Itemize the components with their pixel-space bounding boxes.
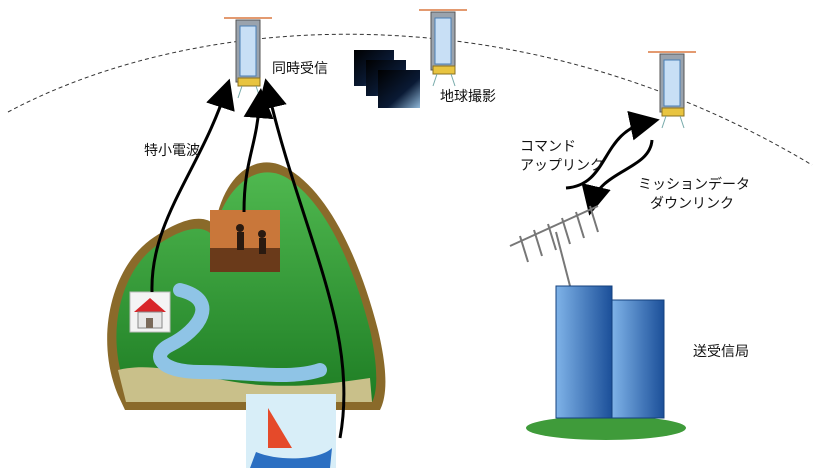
antenna-icon <box>509 205 599 287</box>
earth-imaging-label: 地球撮影 <box>440 89 496 105</box>
building-icon <box>526 285 686 440</box>
mountain-landscape <box>107 162 386 410</box>
satellite-1-icon <box>224 17 272 99</box>
earth-image-stack <box>354 50 420 108</box>
ground-station-label: 送受信局 <box>693 344 749 360</box>
satellite-3-icon <box>648 51 696 129</box>
radio-arrows <box>150 78 346 439</box>
satellite-2-icon <box>419 9 467 87</box>
command-uplink-label-2: アップリンク <box>520 158 604 174</box>
mission-downlink-label-1: ミッションデータ <box>638 177 750 193</box>
orbit-path <box>7 33 813 166</box>
hikers-image <box>210 210 280 272</box>
house-icon <box>129 291 171 333</box>
command-uplink-label-1: コマンド <box>520 139 576 155</box>
sailboat-image <box>246 394 336 468</box>
tokusho-radio-label: 特小電波 <box>144 143 200 159</box>
link-arrows <box>565 111 660 216</box>
mission-downlink-label-2: ダウンリンク <box>650 196 734 212</box>
simultaneous-reception-label: 同時受信 <box>272 61 328 77</box>
